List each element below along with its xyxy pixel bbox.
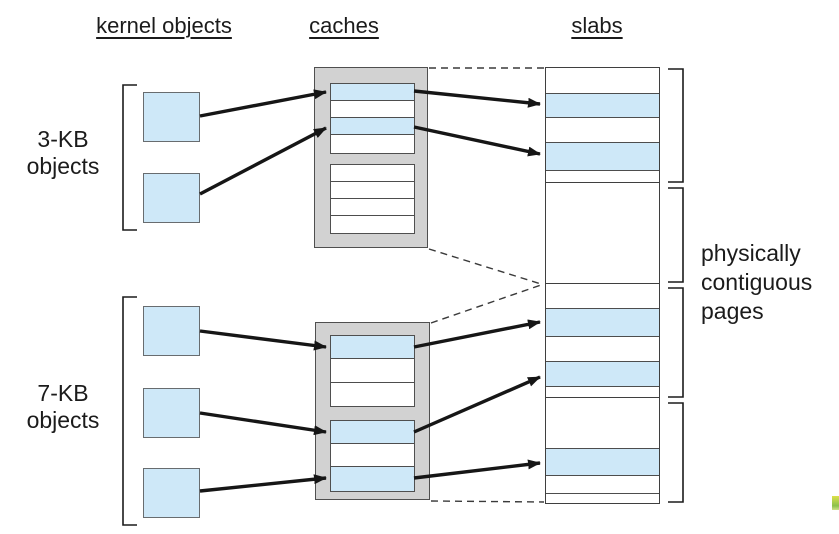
kernel-object-3-KB-2 <box>143 173 200 223</box>
side-label-line: physically <box>701 240 801 266</box>
slab-section-1 <box>545 67 660 183</box>
slab-row-white <box>546 387 659 397</box>
slab-row-white <box>546 284 659 309</box>
bracket-left-7kb-objects <box>122 296 137 526</box>
arrow-7kb-cache-slot1-to-slab <box>413 319 541 349</box>
slab-row-blue <box>546 143 659 171</box>
cache-slot-white <box>331 165 414 182</box>
dashed-link-cache1-bottom <box>428 248 542 285</box>
cache-slab-3kb-2 <box>330 164 415 234</box>
arrow-7kb-obj2-to-cache <box>199 411 327 436</box>
slab-row-white <box>546 171 659 182</box>
bracket-right-slab-3 <box>668 287 684 398</box>
artifact-sticker <box>832 496 839 510</box>
kernel-object-3-KB-1 <box>143 92 200 142</box>
physically-contiguous-pages-label: physically contiguous pages <box>701 239 839 326</box>
slab-row-blue <box>546 309 659 337</box>
group-word-label: objects <box>26 407 100 433</box>
slab-row-white <box>546 398 659 449</box>
cache-slab-7kb-2 <box>330 420 415 492</box>
bracket-right-slab-4 <box>668 402 684 503</box>
cache-slab-3kb-1 <box>330 83 415 154</box>
arrow-7kb-obj1-to-cache <box>199 329 327 351</box>
column-header-slabs: slabs <box>571 13 623 38</box>
group-word-label: objects <box>26 153 100 179</box>
cache-slot-blue <box>331 118 414 135</box>
side-label-line: contiguous <box>701 269 813 295</box>
bracket-right-slab-2 <box>668 187 684 283</box>
slab-row-blue <box>546 362 659 387</box>
cache-slot-blue <box>331 421 414 444</box>
slab-section-4 <box>545 397 660 504</box>
arrow-3kb-cache-slot2-to-slab <box>413 125 541 157</box>
arrow-7kb-cache-slot3-to-slab <box>413 459 541 480</box>
slab-row-white <box>546 476 659 494</box>
cache-slot-white <box>331 359 414 383</box>
arrow-3kb-obj2-to-cache <box>199 126 327 196</box>
cache-slot-white <box>331 182 414 199</box>
dashed-link-cache2-bottom <box>430 500 545 503</box>
cache-slot-white <box>331 135 414 153</box>
cache-slot-white <box>331 444 414 467</box>
cache-slot-white <box>331 216 414 233</box>
kernel-object-7-KB-2 <box>143 388 200 438</box>
side-label-line: pages <box>701 298 764 324</box>
slab-row-white <box>546 494 659 503</box>
group-label-7kb-objects: 7-KB objects <box>12 380 114 434</box>
slab-row-white <box>546 337 659 362</box>
cache-slot-white <box>331 101 414 118</box>
cache-slot-blue <box>331 467 414 491</box>
group-size-label: 3-KB <box>37 126 89 152</box>
group-label-3kb-objects: 3-KB objects <box>12 126 114 180</box>
slab-row-blue <box>546 94 659 118</box>
kernel-object-7-KB-3 <box>143 468 200 518</box>
arrow-7kb-cache-slot2-to-slab <box>413 375 541 434</box>
column-header-kernel-objects: kernel objects <box>96 13 232 38</box>
arrow-7kb-obj3-to-cache <box>199 474 327 493</box>
cache-slot-blue <box>331 84 414 101</box>
cache-slot-white <box>331 199 414 216</box>
arrow-3kb-obj1-to-cache <box>199 89 327 118</box>
slab-row-white <box>546 68 659 94</box>
cache-slot-white <box>331 383 414 406</box>
group-size-label: 7-KB <box>37 380 89 406</box>
slab-row-white <box>546 183 659 283</box>
dashed-link-cache2-top <box>430 284 542 324</box>
cache-slab-7kb-1 <box>330 335 415 407</box>
slab-section-3 <box>545 283 660 398</box>
bracket-right-slab-1 <box>668 68 684 183</box>
bracket-left-3kb-objects <box>122 84 137 231</box>
arrow-3kb-cache-slot1-to-slab <box>413 89 541 108</box>
column-header-caches: caches <box>309 13 379 38</box>
slab-row-white <box>546 118 659 143</box>
slab-section-2 <box>545 182 660 284</box>
kernel-object-7-KB-1 <box>143 306 200 356</box>
slab-row-blue <box>546 449 659 476</box>
cache-slot-blue <box>331 336 414 359</box>
